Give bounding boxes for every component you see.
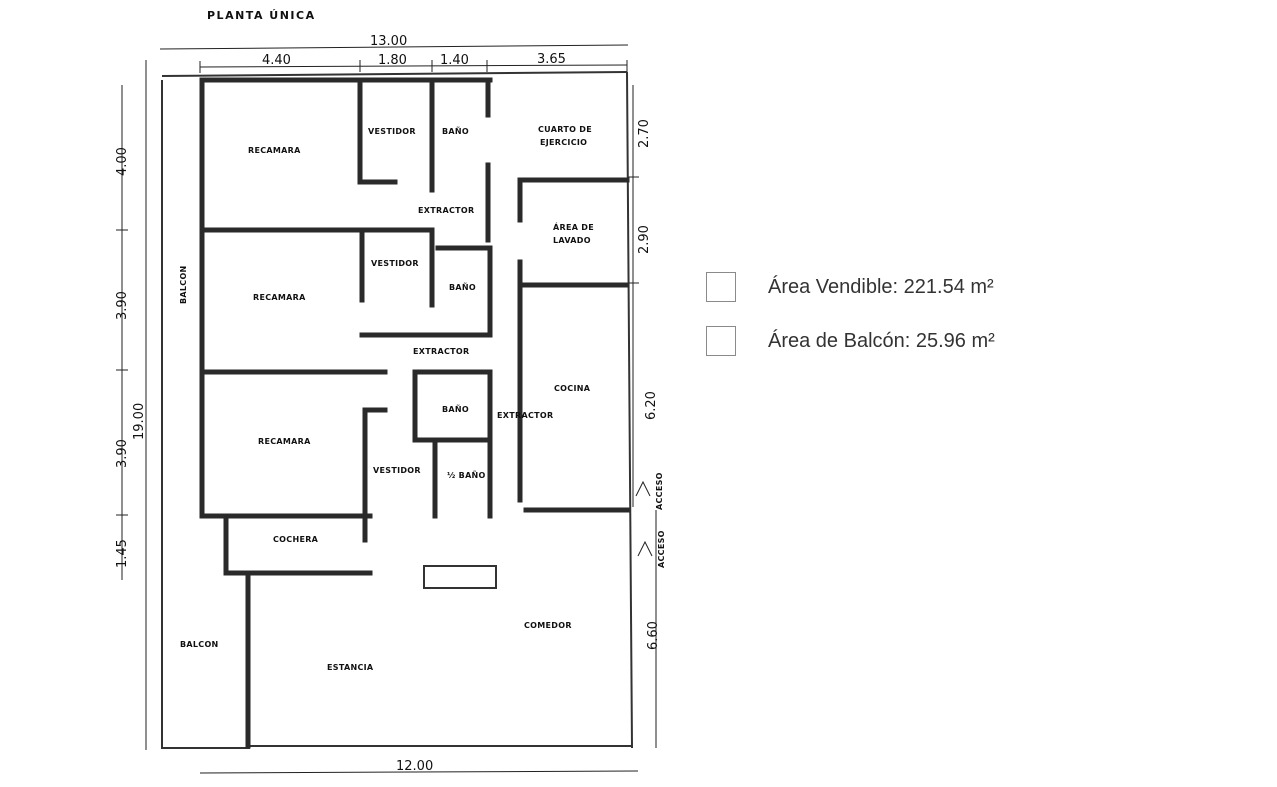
top-dimension-lines <box>159 44 629 73</box>
legend-swatch-area-balcon <box>706 326 736 356</box>
legend: Área Vendible: 221.54 m² Área de Balcón:… <box>706 266 995 374</box>
dim-left-segment-2: 3.90 <box>115 291 130 320</box>
dim-total-height: 19.00 <box>132 403 147 440</box>
dim-left-segment-1: 4.00 <box>115 147 130 176</box>
bottom-dimension-line <box>199 770 639 774</box>
room-label-recamara-2: RECAMARA <box>253 293 306 302</box>
room-label-acceso-2: ACCESO <box>657 530 666 568</box>
walls <box>199 77 630 749</box>
room-label-balcon-side: BALCON <box>179 265 188 304</box>
dim-top-segment-1: 4.40 <box>262 53 291 68</box>
room-label-cochera: COCHERA <box>273 535 319 544</box>
access-arrow-icon <box>635 480 653 557</box>
room-label-area-lavado-1: ÁREA DE <box>553 221 594 232</box>
dim-left-segment-3: 3.90 <box>115 439 130 468</box>
dim-right-segment-4: 6.60 <box>646 621 661 650</box>
dim-total-width-top: 13.00 <box>370 34 407 49</box>
room-label-vestidor-3: VESTIDOR <box>373 466 421 475</box>
room-label-extractor-3: EXTRACTOR <box>497 411 553 420</box>
room-label-vestidor-2: VESTIDOR <box>371 259 419 268</box>
room-label-balcon-bottom: BALCON <box>180 640 219 649</box>
right-dimension-lines <box>627 85 657 748</box>
dim-left-segment-4: 1.45 <box>115 539 130 568</box>
room-label-cocina: COCINA <box>554 384 591 393</box>
kitchen-island <box>423 565 497 589</box>
dim-right-segment-1: 2.70 <box>637 119 652 148</box>
room-label-cuarto-ejercicio-1: CUARTO DE <box>538 125 592 134</box>
room-label-cuarto-ejercicio-2: EJERCICIO <box>540 138 587 147</box>
room-label-medio-bano: ½ BAÑO <box>447 470 486 480</box>
dim-right-segment-3: 6.20 <box>644 391 659 420</box>
legend-swatch-area-vendible <box>706 272 736 302</box>
plan-title: PLANTA ÚNICA <box>207 9 316 22</box>
legend-label-area-vendible: Área Vendible: 221.54 m² <box>768 275 994 298</box>
room-label-extractor-2: EXTRACTOR <box>413 347 469 356</box>
room-label-acceso-1: ACCESO <box>655 472 664 510</box>
room-label-bano-3: BAÑO <box>442 404 469 414</box>
legend-label-area-balcon: Área de Balcón: 25.96 m² <box>768 329 995 352</box>
floor-plan: PLANTA ÚNICA 13.00 4.40 1.80 1.40 3.65 4… <box>115 9 666 774</box>
dim-top-segment-4: 3.65 <box>537 52 566 67</box>
dim-top-segment-2: 1.80 <box>378 53 407 68</box>
dim-top-segment-3: 1.40 <box>440 53 469 68</box>
dim-right-segment-2: 2.90 <box>637 225 652 254</box>
room-label-vestidor-1: VESTIDOR <box>368 127 416 136</box>
dim-total-width-bottom: 12.00 <box>396 759 433 774</box>
room-label-area-lavado-2: LAVADO <box>553 236 591 245</box>
room-label-comedor: COMEDOR <box>524 621 572 630</box>
room-label-estancia: ESTANCIA <box>327 663 374 672</box>
room-label-bano-2: BAÑO <box>449 282 476 292</box>
room-label-recamara-1: RECAMARA <box>248 146 301 155</box>
room-label-bano-1: BAÑO <box>442 126 469 136</box>
legend-item-area-balcon: Área de Balcón: 25.96 m² <box>706 320 995 362</box>
left-dimension-lines <box>116 60 147 750</box>
legend-item-area-vendible: Área Vendible: 221.54 m² <box>706 266 995 308</box>
outer-perimeter <box>161 71 633 749</box>
room-label-extractor-1: EXTRACTOR <box>418 206 474 215</box>
room-label-recamara-3: RECAMARA <box>258 437 311 446</box>
